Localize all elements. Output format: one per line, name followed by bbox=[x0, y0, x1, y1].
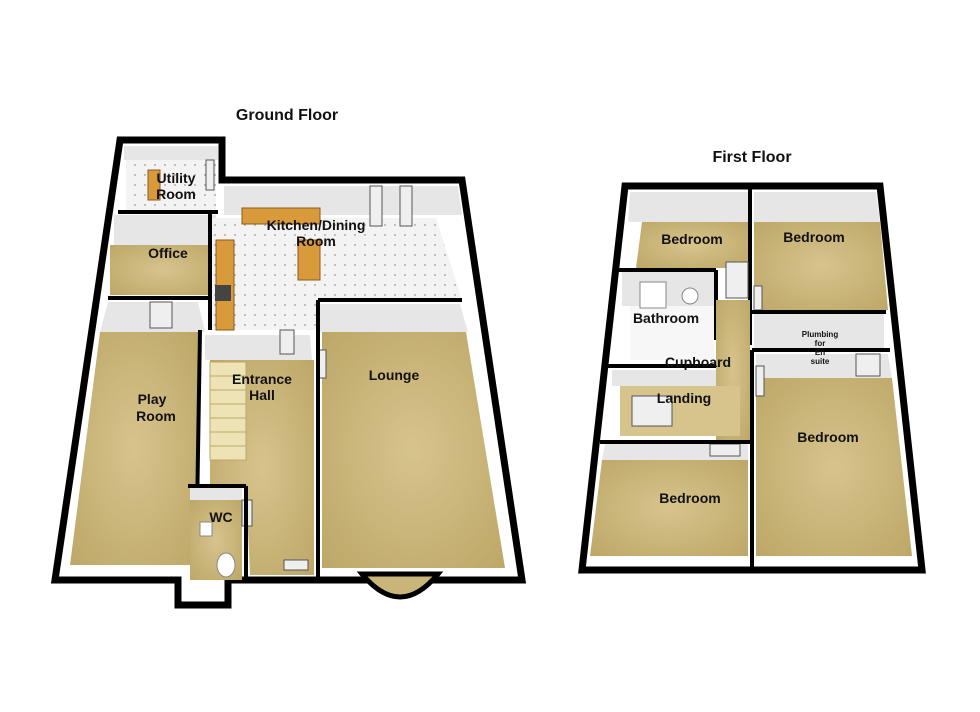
label-playroom-line2: Room bbox=[136, 408, 176, 424]
label-plumbing-line2: for bbox=[815, 339, 826, 348]
label-entrance-line2: Hall bbox=[249, 387, 275, 403]
room-office bbox=[110, 215, 216, 295]
room-bedroom-bottom-left bbox=[590, 443, 748, 556]
ground-floor-title: Ground Floor bbox=[236, 107, 338, 124]
label-bedroom-top-right: Bedroom bbox=[783, 229, 844, 245]
room-bedroom-top-left bbox=[628, 192, 748, 268]
label-plumbing-line3: En bbox=[815, 348, 825, 357]
room-bedroom-bottom-right bbox=[755, 353, 912, 556]
front-door[interactable] bbox=[283, 559, 309, 571]
label-entrance-line1: Entrance bbox=[232, 371, 292, 387]
ground-floor: Ground Floor bbox=[50, 107, 527, 609]
first-floor: First Floor bbox=[578, 149, 926, 574]
label-kitchen-line2: Room bbox=[296, 233, 336, 249]
playroom-door[interactable] bbox=[149, 301, 173, 329]
ensuite-door[interactable] bbox=[855, 353, 881, 377]
label-wc: WC bbox=[209, 509, 232, 525]
hall-kitchen-door[interactable] bbox=[279, 329, 295, 355]
room-plumbing-ensuite bbox=[754, 314, 884, 350]
staircase bbox=[209, 361, 247, 461]
label-utility-line2: Room bbox=[156, 186, 196, 202]
bathroom-door[interactable] bbox=[725, 261, 749, 299]
label-lounge: Lounge bbox=[369, 367, 420, 383]
room-lounge bbox=[317, 304, 505, 600]
label-plumbing-line4: suite bbox=[811, 357, 830, 366]
bedroom-bottom-left-door[interactable] bbox=[709, 443, 741, 457]
label-bedroom-top-left: Bedroom bbox=[661, 231, 722, 247]
bedroom-bottom-right-door[interactable] bbox=[755, 365, 765, 397]
label-plumbing-line1: Plumbing bbox=[802, 330, 839, 339]
label-kitchen-line1: Kitchen/Dining bbox=[267, 217, 366, 233]
room-bathroom bbox=[622, 261, 749, 360]
room-utility bbox=[124, 146, 218, 210]
kitchen-patio-door-right[interactable] bbox=[399, 185, 413, 227]
room-landing bbox=[612, 300, 750, 440]
label-office: Office bbox=[148, 245, 188, 261]
label-bedroom-bottom-right: Bedroom bbox=[797, 429, 858, 445]
label-bedroom-bottom-left: Bedroom bbox=[659, 490, 720, 506]
room-bedroom-top-right bbox=[753, 192, 888, 311]
label-landing: Landing bbox=[657, 390, 711, 406]
label-playroom-line1: Play bbox=[138, 391, 167, 407]
kitchen-patio-door-left[interactable] bbox=[369, 185, 383, 227]
room-entrance-hall bbox=[205, 329, 314, 575]
label-bathroom: Bathroom bbox=[633, 310, 699, 326]
utility-door[interactable] bbox=[205, 159, 215, 191]
room-playroom bbox=[70, 301, 205, 565]
room-kitchen-dining bbox=[212, 185, 462, 331]
label-utility-line1: Utility bbox=[157, 170, 196, 186]
bedroom-top-right-door[interactable] bbox=[753, 285, 763, 311]
first-floor-title: First Floor bbox=[712, 149, 791, 166]
label-cupboard: Cupboard bbox=[665, 354, 731, 370]
